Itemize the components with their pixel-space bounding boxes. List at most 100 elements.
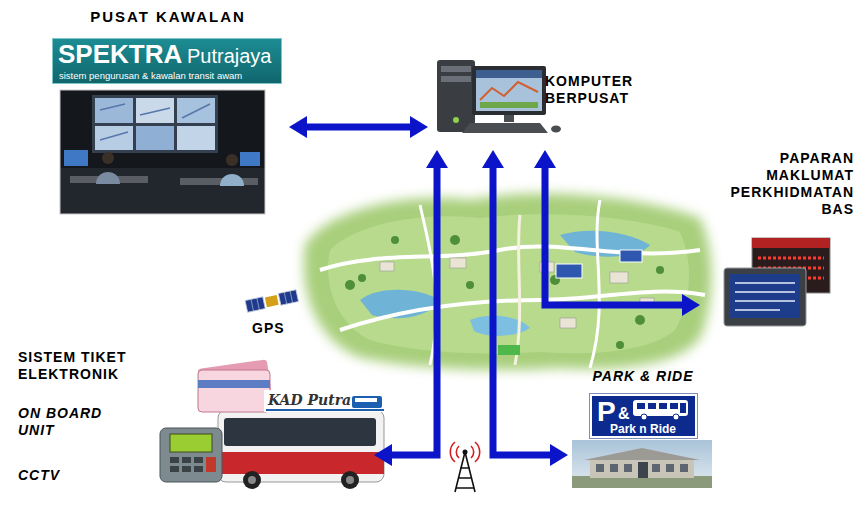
control-room-photo-part <box>136 98 174 123</box>
ticket-machine-part <box>160 428 222 482</box>
ticket-machine-part <box>170 434 212 452</box>
ticket-machine-part-part <box>182 457 191 463</box>
system-label: SISTEM TIKET ELEKTRONIK <box>18 349 143 383</box>
computer-icon-part <box>476 70 542 78</box>
bus-photo <box>218 410 384 489</box>
bus-photo-part <box>341 471 359 489</box>
kad-putra-card-part <box>198 370 270 412</box>
city-map-part-part <box>466 281 474 289</box>
antenna-icon <box>450 442 479 492</box>
park-ride-bus-icon-part <box>680 403 686 413</box>
arrow-line <box>306 124 411 131</box>
park-ride-building-part-part <box>624 464 632 472</box>
computer-icon-part <box>551 126 561 133</box>
park-ride-building <box>572 440 712 488</box>
park-ride-building-part <box>572 440 712 488</box>
on-bus-systems-group: SISTEM TIKET ELEKTRONIKON BOARD UNITCCTV <box>12 345 374 491</box>
park-ride-building-part <box>584 448 700 460</box>
computer-icon-part <box>476 70 542 111</box>
kad-putra-card-part <box>352 396 382 408</box>
city-map-part <box>470 316 530 336</box>
kad-putra-card-part <box>264 390 386 412</box>
kad-putra-card-part <box>355 398 377 402</box>
computer-icon-part <box>441 66 471 72</box>
city-map-part-part <box>656 266 664 274</box>
arrow-head <box>550 444 568 466</box>
city-map-part <box>556 264 582 278</box>
arrow-head <box>534 150 556 168</box>
city-map-part <box>304 194 712 370</box>
computer-icon-part <box>480 82 538 100</box>
control-room-photo-part <box>180 178 258 185</box>
city-map-part-part <box>380 262 394 271</box>
ticket-machine-part <box>206 457 216 472</box>
node-label: KOMPUTER BERPUSAT <box>545 73 650 107</box>
park-ride-group: PARK & RIDEP&Park n Ride <box>568 366 721 490</box>
city-map-part-part <box>358 274 366 282</box>
ticket-machine-part-part <box>170 457 179 463</box>
city-map-part <box>590 200 600 368</box>
arrow-head <box>289 116 307 138</box>
logo-ampersand: & <box>618 405 630 423</box>
bus-info-display-part <box>752 238 830 248</box>
bus-photo-part <box>243 471 261 489</box>
logo-wordmark: SPEKTRA <box>58 40 182 68</box>
antenna-icon-part <box>450 442 479 462</box>
spektra-logo: SPEKTRAPutrajayasistem pengurusan & kawa… <box>52 38 282 84</box>
city-map-part-part <box>616 341 624 349</box>
park-ride-bus-icon-part <box>670 403 678 409</box>
city-map-part-part <box>345 280 355 290</box>
node-label: PARK & RIDE <box>568 368 718 385</box>
park-ride-bus-icon <box>632 398 690 420</box>
park-ride-bus-icon-part <box>633 400 688 416</box>
control-room-photo-part <box>60 90 265 214</box>
bus-info-display-part <box>735 283 795 310</box>
computer-icon-part <box>472 66 546 115</box>
city-map-part <box>320 247 700 270</box>
ticket-machine-part-part <box>194 457 203 463</box>
node-label: PAPARAN MAKLUMAT PERKHIDMATAN BAS <box>700 150 854 218</box>
gps-satellite <box>245 290 298 313</box>
control-room-photo-part <box>240 152 260 166</box>
city-map-part-part <box>635 315 645 325</box>
computer-icon-part <box>480 102 538 108</box>
data-link-arrow <box>534 150 700 316</box>
computer-icon-part <box>504 115 514 122</box>
city-map-part-part <box>450 235 460 245</box>
control-room-photo-part <box>64 150 88 166</box>
control-room-photo-part <box>96 172 120 184</box>
park-ride-bus-icon-part <box>659 403 667 409</box>
park-ride-bus-icon-part <box>637 403 645 409</box>
park-ride-building-part-part <box>610 464 618 472</box>
park-ride-building-part-part <box>680 464 688 472</box>
control-room-photo-part <box>95 126 133 150</box>
arrow-line <box>545 167 683 305</box>
arrow-head <box>426 150 448 168</box>
logo-name: Park n Ride <box>592 422 694 436</box>
city-map-part <box>340 292 705 330</box>
control-room-photo-part <box>220 174 244 186</box>
ticket-machine-part-part <box>194 466 203 472</box>
park-ride-building-part <box>590 458 694 478</box>
gps-satellite-part <box>278 290 298 305</box>
park-ride-building-part-part <box>652 464 660 472</box>
arrow-head <box>374 444 392 466</box>
bus-photo-part <box>248 476 256 484</box>
gps-satellite-part <box>245 297 265 312</box>
park-ride-bus-icon-part <box>673 414 679 420</box>
control-room-photo-part <box>60 90 265 214</box>
computer-icon-part <box>437 60 475 132</box>
city-map-part-part <box>450 258 466 268</box>
city-map-part-part <box>560 318 576 328</box>
city-map-part <box>380 258 654 328</box>
card-name: KAD Putra <box>268 392 351 409</box>
bus-photo-part <box>218 410 384 482</box>
control-centre-group: PUSAT KAWALANSPEKTRAPutrajayasistem peng… <box>50 4 289 218</box>
system-label: CCTV <box>18 467 118 484</box>
data-link-arrow <box>289 116 428 138</box>
bus-photo-part <box>346 476 354 484</box>
arrow-head <box>410 116 428 138</box>
park-ride-bus-icon-part <box>641 414 647 420</box>
ticket-machine-part-part <box>170 466 179 472</box>
city-map-part <box>345 235 664 349</box>
